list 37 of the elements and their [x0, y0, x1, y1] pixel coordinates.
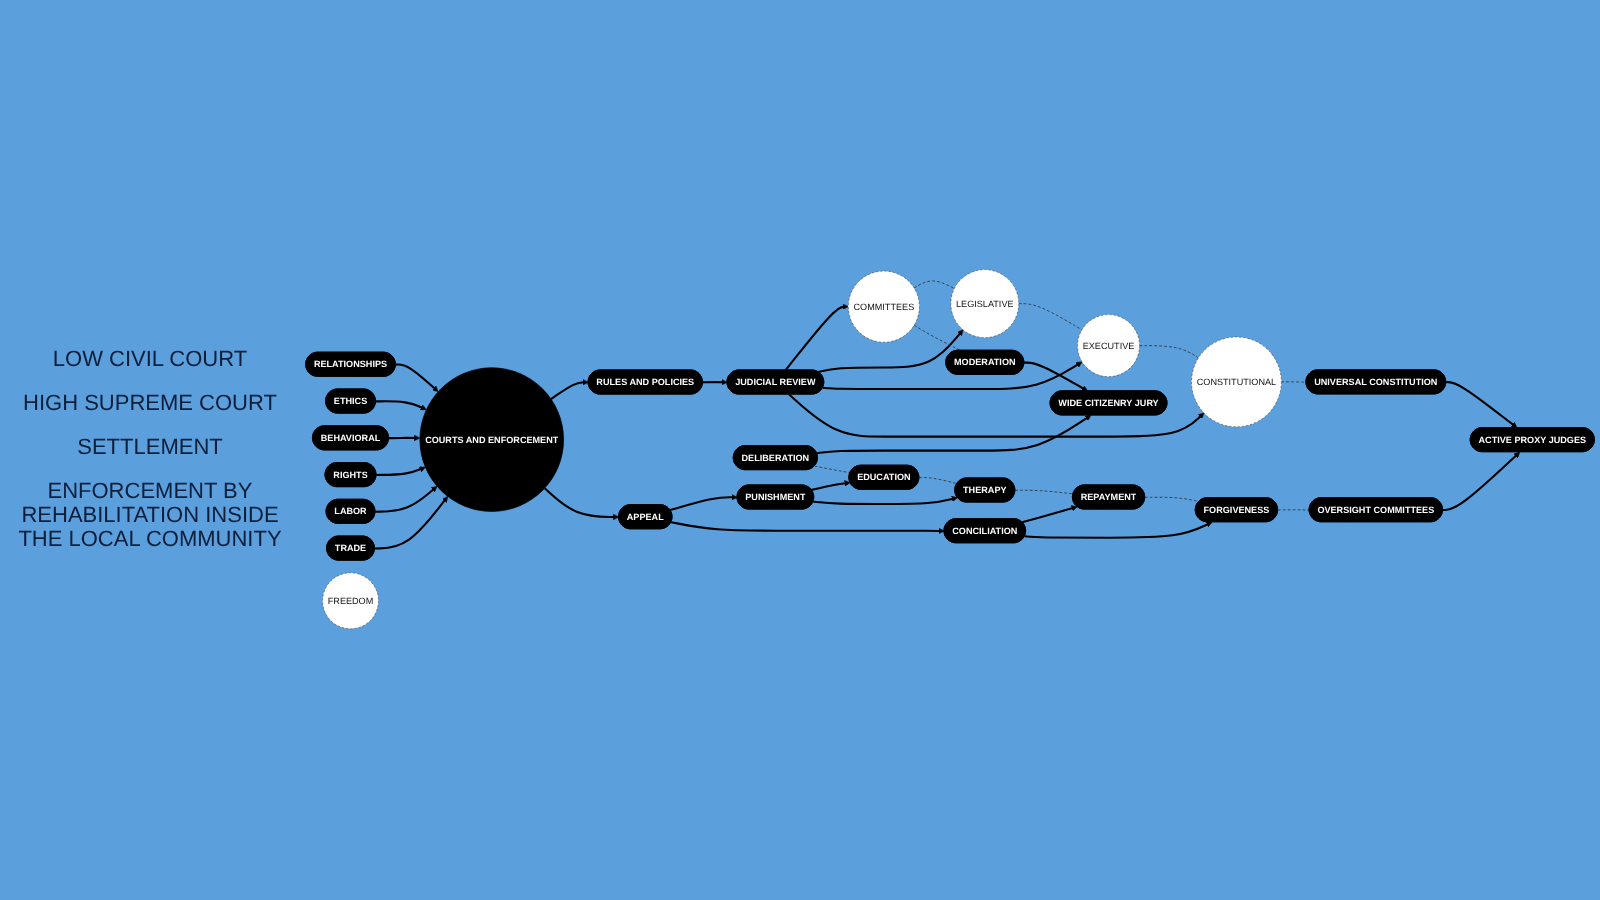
arrow	[811, 481, 851, 492]
arrow	[388, 435, 421, 442]
connector	[913, 281, 955, 290]
arrow	[544, 488, 620, 521]
arrow	[374, 496, 448, 551]
arrow	[375, 401, 427, 411]
arrow	[816, 415, 1092, 456]
note-text: ENFORCEMENT BY REHABILITATION INSIDE THE LOCAL COMMUNITY	[16, 480, 284, 552]
arrow	[1024, 362, 1089, 393]
arrow	[375, 486, 438, 514]
arrow	[1446, 381, 1518, 429]
arrow	[822, 362, 1083, 391]
arrow	[702, 379, 728, 387]
arrow	[788, 394, 1205, 439]
arrow	[671, 521, 945, 535]
connector	[814, 466, 851, 474]
connector	[918, 477, 958, 485]
connector	[1018, 303, 1083, 331]
arrow	[813, 496, 958, 506]
connector	[1014, 490, 1074, 496]
connector	[1144, 497, 1200, 503]
connector	[913, 325, 962, 352]
connector	[1281, 382, 1307, 384]
connector	[1277, 510, 1310, 512]
arrow	[669, 494, 738, 512]
note-text: SETTLEMENT	[75, 436, 225, 460]
arrow	[818, 330, 964, 374]
arrow	[1021, 506, 1078, 524]
arrow	[376, 467, 426, 477]
connector	[1139, 346, 1199, 360]
note-text: HIGH SUPREME COURT	[21, 392, 279, 416]
note-text: LOW CIVIL COURT	[50, 348, 250, 372]
arrow	[784, 304, 849, 372]
arrow	[550, 379, 589, 401]
arrow	[395, 364, 439, 393]
arrow	[1024, 522, 1213, 540]
arrow	[1442, 452, 1521, 512]
